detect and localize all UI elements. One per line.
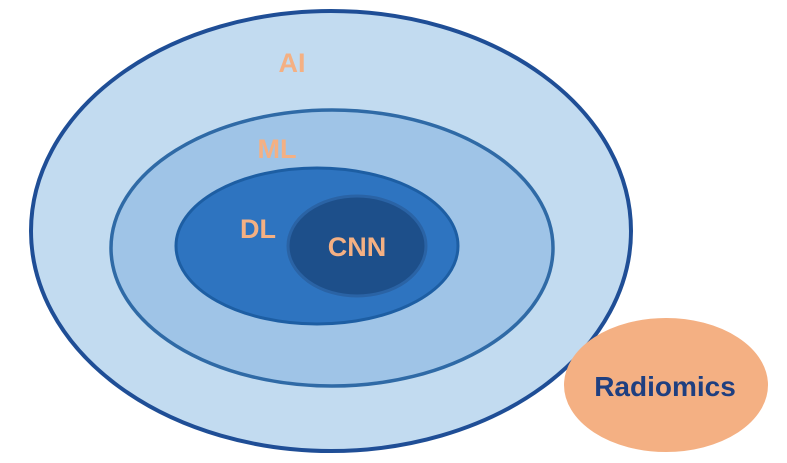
cnn-label: CNN (328, 232, 387, 262)
radiomics-ellipse (564, 318, 768, 452)
dl-label: DL (240, 214, 276, 244)
ai-label: AI (279, 48, 306, 78)
ml-label: ML (258, 134, 297, 164)
cnn-ellipse (286, 194, 428, 298)
radiomics-label: Radiomics (594, 371, 736, 402)
